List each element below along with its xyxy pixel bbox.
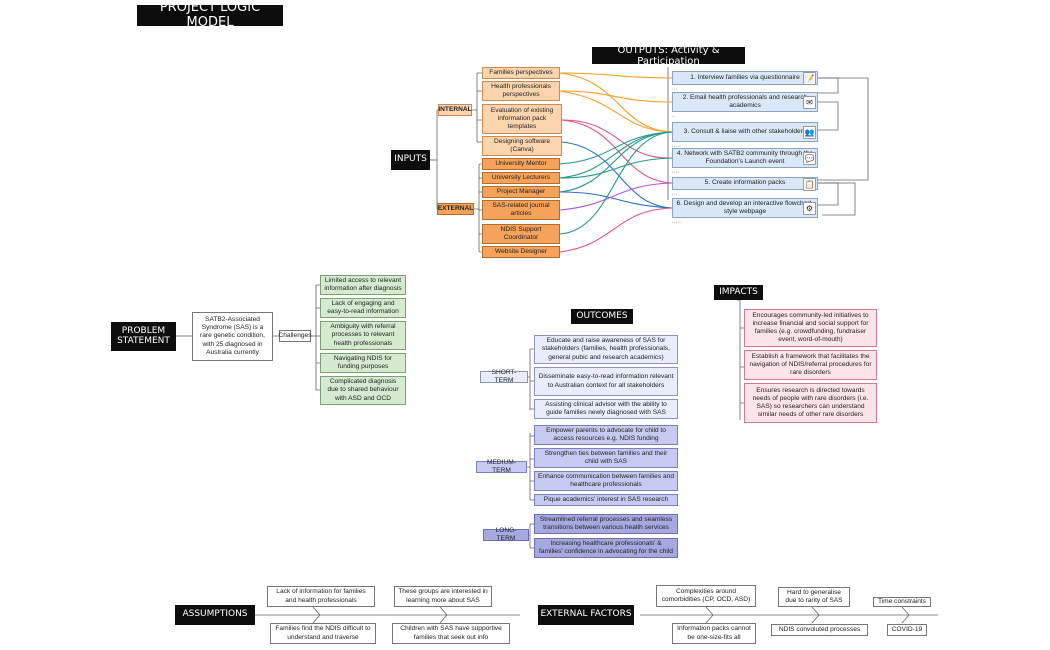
input-journal-articles: SAS-related journal articles <box>482 200 560 220</box>
output-tags: • • • • <box>672 170 679 174</box>
outputs-title: OUTPUTS: Activity & Participation <box>592 45 745 67</box>
output-consult-stakeholders: 3. Consult & liaise with other stakehold… <box>672 122 818 142</box>
output-tags: • • • • • <box>672 144 681 148</box>
challenge-item: Navigating NDIS for funding purposes <box>320 353 406 373</box>
inputs-label: INPUTS <box>391 150 430 170</box>
external-factors-label: EXTERNAL FACTORS <box>538 605 634 625</box>
medium-term-outcome: Empower parents to advocate for child to… <box>534 425 678 445</box>
output-design-webpage: 6. Design and develop an interactive flo… <box>672 198 818 218</box>
challenge-item: Limited access to relevant information a… <box>320 275 406 295</box>
external-factor-item: Hard to generalise due to rarity of SAS <box>778 587 850 607</box>
assumption-item: Lack of information for families and hea… <box>267 586 375 607</box>
problem-statement-label: PROBLEM STATEMENT <box>111 322 176 351</box>
output-interview-families: 1. Interview families via questionnaire <box>672 71 818 85</box>
internal-label: INTERNAL <box>438 104 472 116</box>
assumption-item: Children with SAS have supportive famili… <box>392 623 510 644</box>
output-tags: • • <box>672 114 675 118</box>
input-website-designer: Website Designer <box>482 246 560 258</box>
problem-text: SATB2-Associated Syndrome (SAS) is a rar… <box>192 312 273 361</box>
output-label: 5. Create information packs <box>704 179 786 187</box>
long-term-label: LONG-TERM <box>483 527 529 542</box>
output-label: 1. Interview families via questionnaire <box>690 73 800 81</box>
outcomes-title: OUTCOMES <box>571 309 633 324</box>
assumptions-label: ASSUMPTIONS <box>175 605 255 625</box>
long-term-outcome: Increasing healthcare professionals' & f… <box>534 538 678 558</box>
input-families-perspectives: Families perspectives <box>482 67 560 79</box>
medium-term-outcome: Enhance communication between families a… <box>534 471 678 491</box>
long-term-outcome: Streamlined referral processes and seaml… <box>534 514 678 534</box>
flowchart-icon: ⚙ <box>803 202 816 215</box>
output-label: 4. Network with SATB2 community through … <box>676 149 814 165</box>
output-tags: • • • • • <box>672 220 681 224</box>
challenges-label: Challenges <box>279 330 312 342</box>
impact-item: Encourages community-led initiatives to … <box>744 309 877 347</box>
assumption-item: These groups are interested in learning … <box>394 586 492 607</box>
group-icon: 👥 <box>803 126 816 139</box>
output-tags: • • • <box>672 87 677 91</box>
short-term-label: SHORT-TERM <box>480 369 528 384</box>
challenge-item: Ambiguity with referral processes to rel… <box>320 321 406 350</box>
external-factor-item: Time constraints <box>873 597 931 607</box>
medium-term-outcome: Strengthen ties between families and the… <box>534 448 678 468</box>
questionnaire-icon: 📝 <box>803 72 816 85</box>
input-university-lecturers: University Lecturers <box>482 172 560 184</box>
medium-term-outcome: Pique academics' interest in SAS researc… <box>534 494 678 506</box>
output-create-info-packs: 5. Create information packs <box>672 177 818 190</box>
assumption-item: Families find the NDIS difficult to unde… <box>270 623 376 644</box>
short-term-outcome: Assisting clinical advisor with the abil… <box>534 399 678 419</box>
short-term-outcome: Disseminate easy-to-read information rel… <box>534 367 678 396</box>
input-project-manager: Project Manager <box>482 186 560 198</box>
impact-item: Establish a framework that facilitates t… <box>744 350 877 380</box>
chat-icon: 💬 <box>803 152 816 165</box>
output-label: 3. Consult & liaise with other stakehold… <box>683 127 807 135</box>
pack-icon: 📋 <box>803 178 816 191</box>
output-tags: • • • <box>672 192 677 196</box>
input-ndis-coordinator: NDIS Support Coordinator <box>482 224 560 244</box>
output-email-professionals: 2. Email health professionals and resear… <box>672 92 818 112</box>
impact-item: Ensures research is directed towards nee… <box>744 383 877 423</box>
external-factor-item: COVID-19 <box>887 624 927 636</box>
challenge-item: Complicated diagnosis due to shared beha… <box>320 376 406 405</box>
output-label: 6. Design and develop an interactive flo… <box>676 199 814 215</box>
external-factor-item: Complexities around comorbidities (CP, O… <box>656 585 756 607</box>
output-network-community: 4. Network with SATB2 community through … <box>672 148 818 168</box>
challenge-item: Lack of engaging and easy-to-read inform… <box>320 298 406 318</box>
input-university-mentor: University Mentor <box>482 158 560 170</box>
output-label: 2. Email health professionals and resear… <box>682 93 808 109</box>
input-evaluation-templates: Evaluation of existing information pack … <box>482 104 562 134</box>
short-term-outcome: Educate and raise awareness of SAS for s… <box>534 335 678 364</box>
page-title: PROJECT LOGIC MODEL <box>137 1 283 29</box>
external-factor-item: Information packs cannot be one-size-fit… <box>672 623 756 644</box>
external-factor-item: NDIS convoluted processes <box>771 624 868 636</box>
email-icon: ✉ <box>803 96 816 109</box>
medium-term-label: MEDIUM-TERM <box>476 459 527 474</box>
input-health-professionals: Health professionals perspectives <box>482 81 560 101</box>
impacts-title: IMPACTS <box>714 285 763 300</box>
input-designing-software: Designing software (Canva) <box>482 136 562 156</box>
external-label: EXTERNAL <box>437 203 474 215</box>
